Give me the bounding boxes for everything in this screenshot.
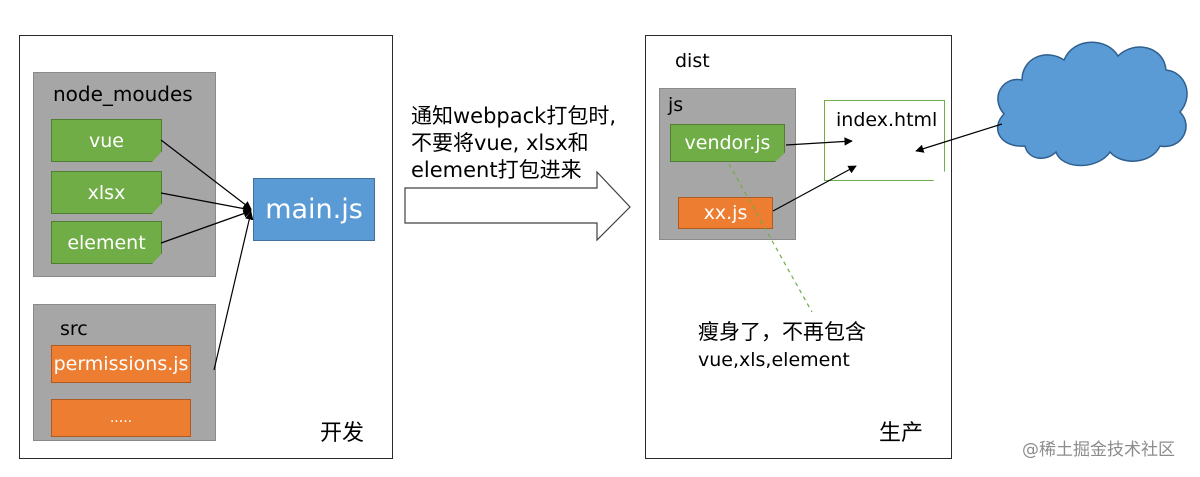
src-file-more: ..... (51, 399, 191, 437)
slim-note-line: 瘦身了，不再包含 (698, 320, 866, 344)
webpack-note-line: element打包进来 (411, 158, 582, 182)
xx-js-label: xx.js (703, 202, 748, 224)
index-html-label: index.html (836, 109, 938, 131)
watermark: @稀土掘金技术社区 (1022, 440, 1175, 460)
webpack-note: 通知webpack打包时, 不要将vue, xlsx和 element打包进来 (411, 103, 616, 184)
vendor-js-label: vendor.js (684, 132, 771, 154)
node-modules-label: node_moudes (53, 82, 193, 106)
webpack-note-line: 通知webpack打包时, (411, 104, 617, 128)
main-js-box: main.js (253, 178, 375, 241)
module-vue: vue (51, 119, 162, 162)
slim-note-line: vue,xls,element (698, 349, 850, 371)
module-element: element (51, 221, 162, 264)
prod-footer-label: 生产 (879, 421, 924, 446)
xx-js-box: xx.js (678, 197, 773, 229)
module-vue-label: vue (89, 129, 124, 152)
main-js-label: main.js (265, 194, 363, 225)
dist-label: dist (675, 50, 710, 72)
src-file-more-label: ..... (109, 410, 133, 426)
src-label: src (60, 318, 88, 340)
dev-footer-label: 开发 (320, 421, 365, 446)
slim-note: 瘦身了，不再包含 vue,xls,element (698, 318, 866, 374)
module-element-label: element (67, 231, 146, 254)
module-xlsx-label: xlsx (87, 181, 126, 204)
src-file-permissions-label: permissions.js (53, 353, 189, 375)
src-file-permissions: permissions.js (51, 345, 191, 383)
module-xlsx: xlsx (51, 171, 162, 214)
vendor-js-box: vendor.js (670, 124, 785, 162)
js-label: js (668, 94, 684, 116)
cdn-cloud-line: vue, xlsx , (1031, 64, 1129, 86)
webpack-note-line: 不要将vue, xlsx和 (411, 131, 589, 155)
cdn-cloud-line: element (1040, 92, 1120, 114)
cdn-cloud-text: vue, xlsx , element (1028, 61, 1132, 117)
